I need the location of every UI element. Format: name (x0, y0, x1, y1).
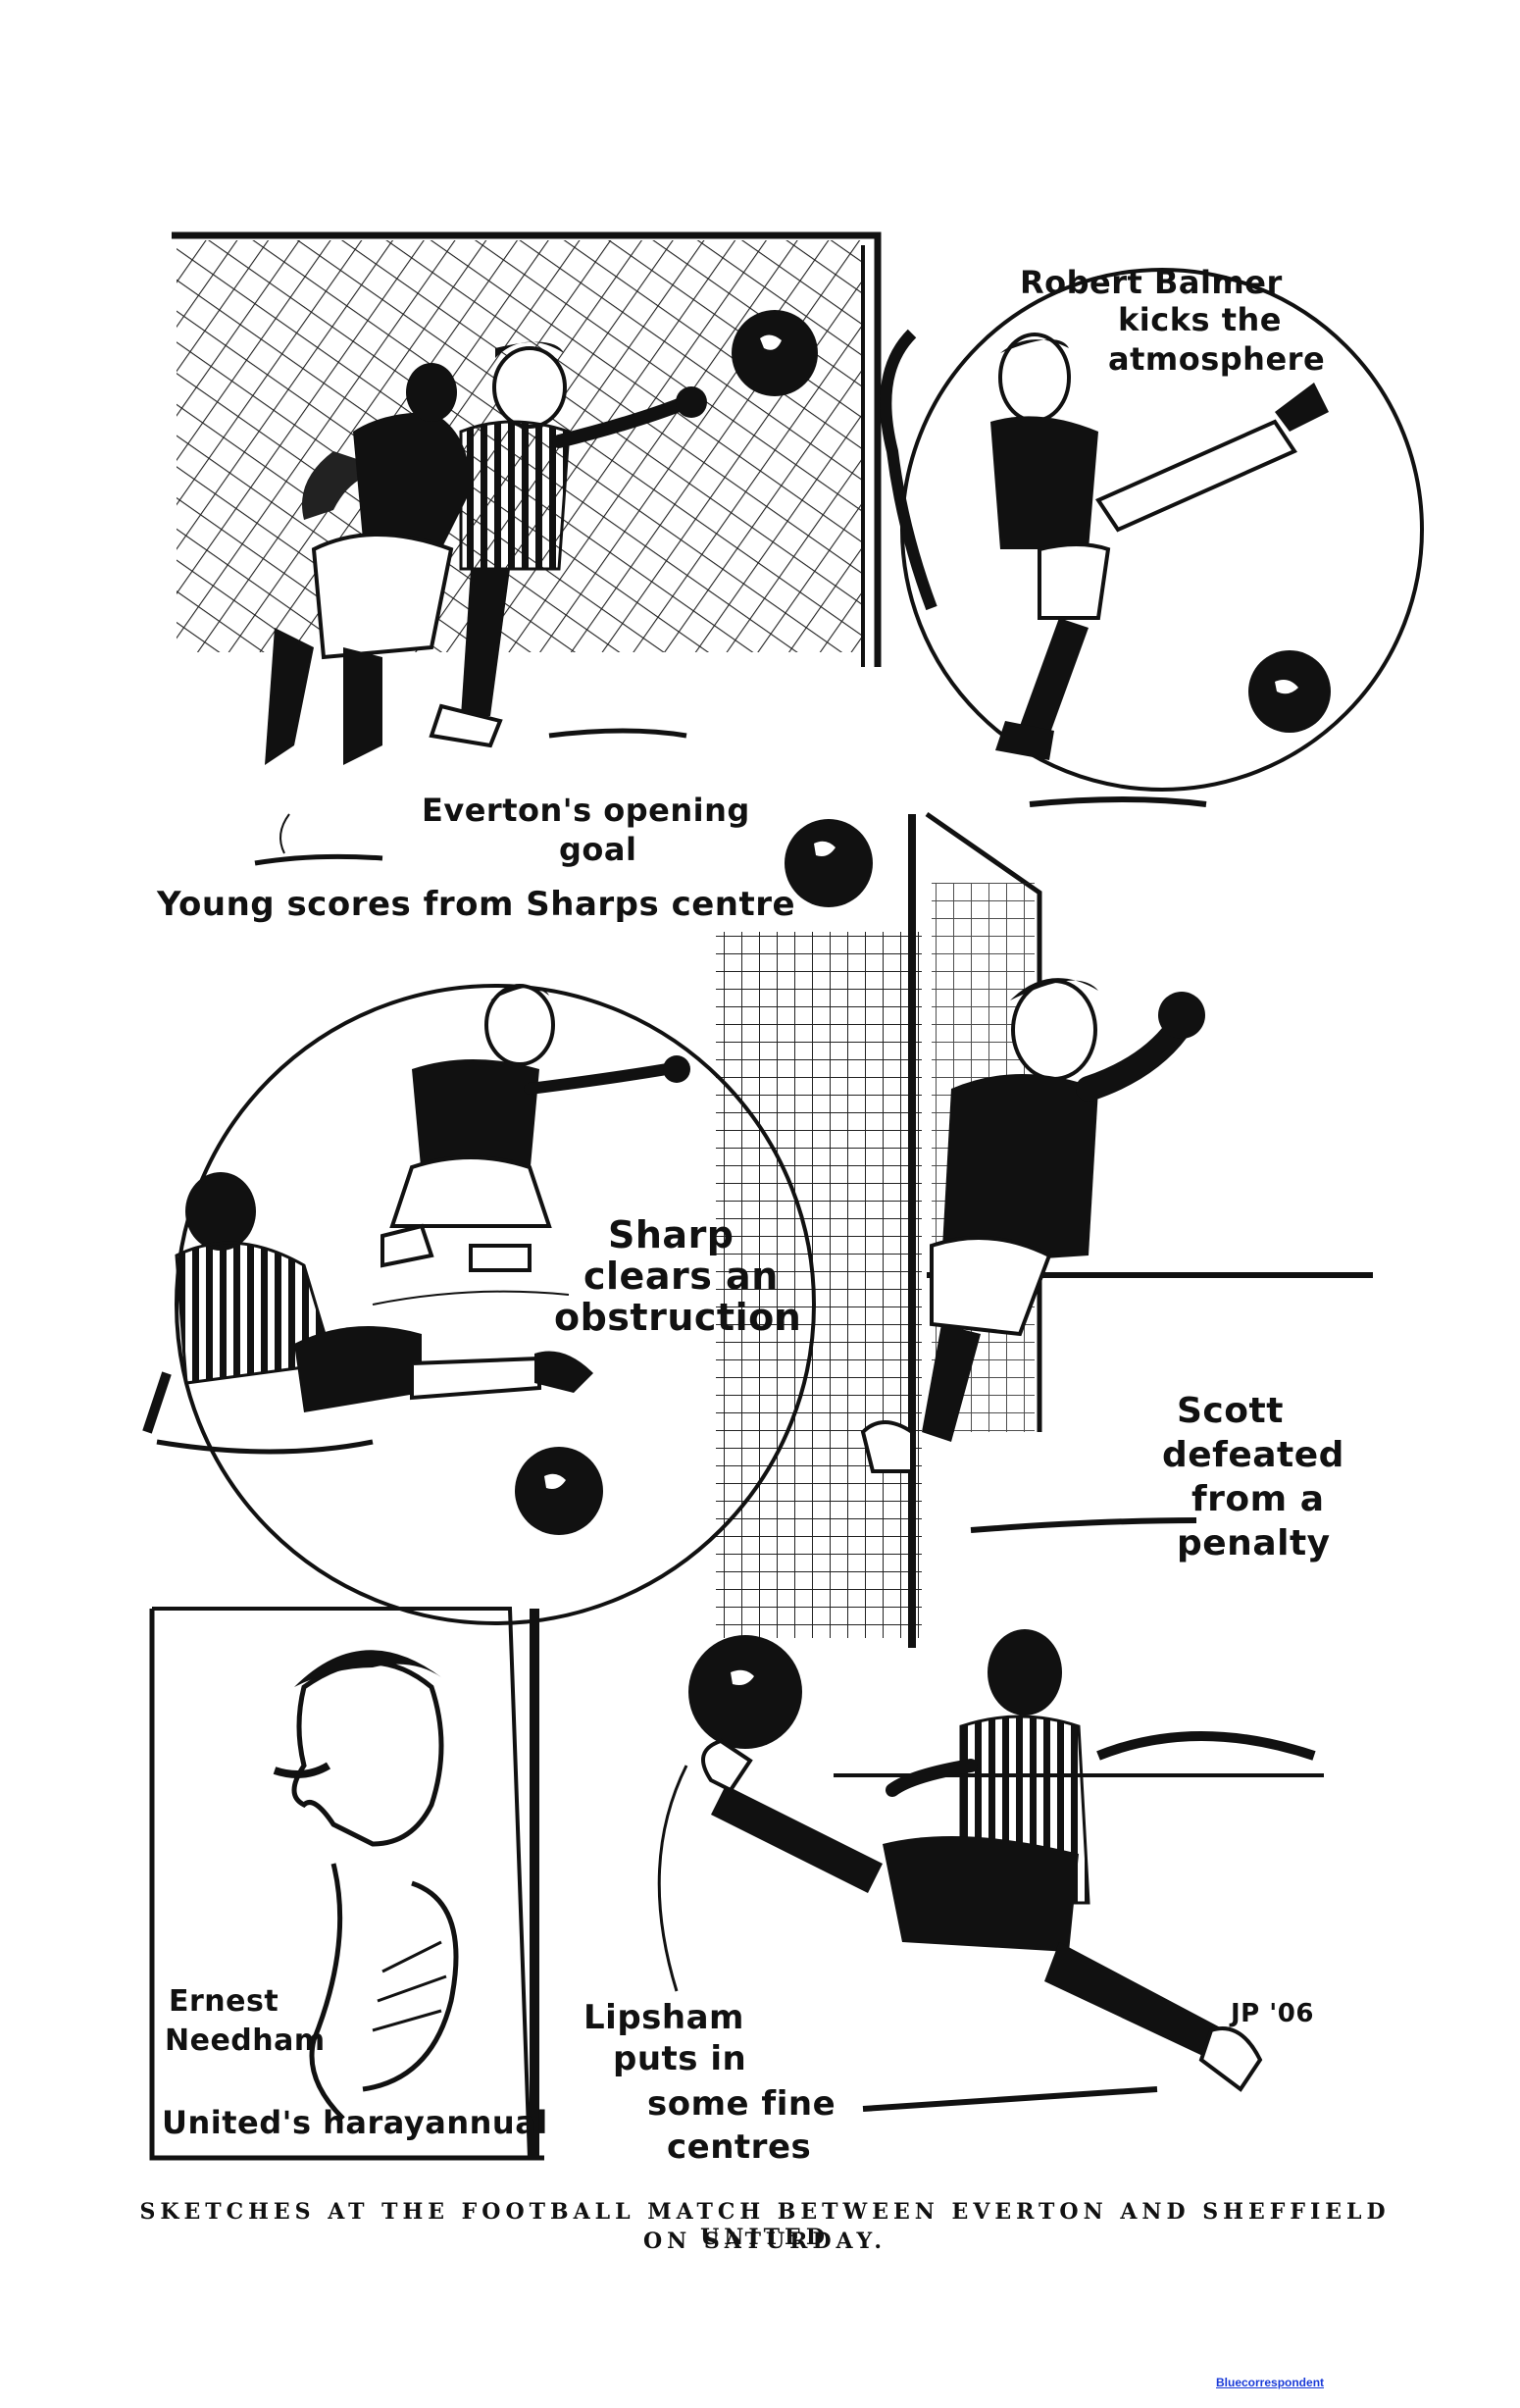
sharp-circle-panel (142, 984, 816, 1625)
needham-caption-line2: Needham (165, 2024, 326, 2058)
needham-portrait-panel (149, 1607, 544, 2161)
lipsham-panel (657, 1629, 1324, 2112)
sharp-caption-line1: Sharp (608, 1213, 735, 1256)
needham-caption-line1: Ernest (169, 1984, 279, 2019)
scott-goal-panel (716, 811, 1373, 1648)
page-title-line1: SKETCHES AT THE FOOTBALL MATCH BETWEEN E… (139, 2199, 1391, 2250)
young-scores-caption: Young scores from Sharps centre (157, 885, 796, 924)
lipsham-caption-line2: puts in (613, 2039, 747, 2078)
balmer-caption-line1: Robert Balmer (1020, 264, 1283, 301)
everton-goal-caption-line1: Everton's opening (422, 792, 750, 829)
sharp-caption-line3: obstruction (554, 1296, 802, 1339)
needham-caption-line3: United's harayannual (162, 2104, 548, 2141)
everton-goal-caption-line2: goal (559, 831, 637, 868)
scott-caption-line1: Scott (1177, 1391, 1284, 1431)
balmer-caption-line3: atmosphere (1108, 340, 1326, 378)
credit-link[interactable]: Bluecorrespondent (1216, 2376, 1325, 2389)
sharp-caption-line2: clears an (583, 1255, 779, 1298)
lipsham-caption-line1: Lipsham (583, 1998, 744, 2037)
lipsham-caption-line4: centres (667, 2127, 812, 2167)
scott-caption-line2: defeated (1162, 1435, 1344, 1475)
scott-caption-line3: from a (1191, 1479, 1325, 1519)
balmer-caption-line2: kicks the (1118, 301, 1282, 338)
page-title-line2: ON SATURDAY. (642, 2229, 887, 2254)
scott-caption-line4: penalty (1177, 1523, 1331, 1563)
goal-net-panel (172, 231, 882, 866)
balmer-circle-panel (880, 268, 1424, 807)
artist-signature: JP '06 (1231, 1999, 1314, 2028)
lipsham-caption-line3: some fine (647, 2084, 836, 2124)
